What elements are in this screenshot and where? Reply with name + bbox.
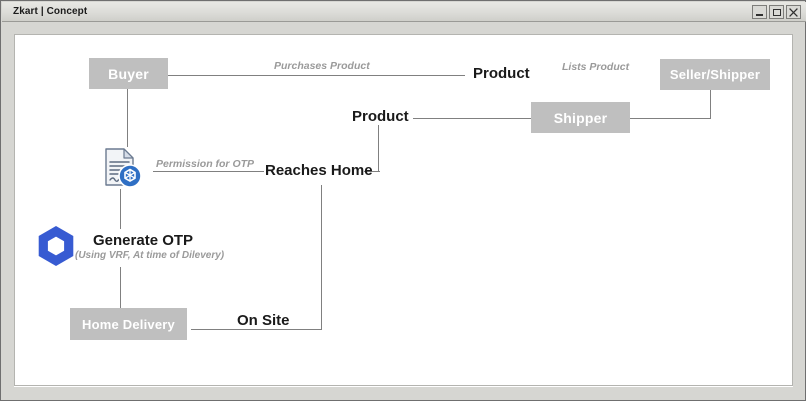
node-shipper[interactable]: Shipper	[531, 102, 630, 133]
connector-otp-homedelivery	[120, 267, 121, 308]
connector-product-down	[378, 125, 379, 172]
connector-onsite	[191, 329, 322, 330]
connector-product-shipper	[413, 118, 531, 119]
connector-reacheshome-down	[321, 185, 322, 329]
minimize-icon	[753, 6, 766, 18]
close-icon	[787, 6, 800, 18]
edge-label-purchases-product: Purchases Product	[274, 60, 370, 72]
node-seller-shipper-label: Seller/Shipper	[669, 67, 761, 82]
connector-buyer-product	[168, 75, 465, 76]
node-buyer[interactable]: Buyer	[89, 58, 168, 89]
label-on-site: On Site	[237, 312, 290, 329]
node-buyer-label: Buyer	[108, 65, 149, 82]
maximize-button[interactable]	[769, 5, 784, 19]
edge-label-permission-for-otp: Permission for OTP	[156, 158, 255, 170]
node-seller-shipper[interactable]: Seller/Shipper	[660, 59, 770, 90]
window-controls	[752, 5, 801, 19]
connector-reacheshome-right	[364, 171, 380, 172]
minimize-button[interactable]	[752, 5, 767, 19]
diagram-stage: Buyer Seller/Shipper Shipper Home Delive…	[15, 35, 792, 385]
window-title: Zkart | Concept	[13, 6, 88, 17]
maximize-icon	[770, 6, 783, 18]
connector-sellershipper-down	[710, 90, 711, 119]
node-home-delivery-label: Home Delivery	[82, 316, 175, 332]
label-otp-note: (Using VRF, At time of Dilevery)	[75, 250, 225, 261]
title-bar: Zkart | Concept	[2, 2, 806, 22]
node-home-delivery[interactable]: Home Delivery	[70, 308, 187, 340]
diagram-canvas: Buyer Seller/Shipper Shipper Home Delive…	[14, 34, 793, 386]
document-contract-icon[interactable]	[100, 147, 144, 194]
connector-sellershipper-shipper	[630, 118, 711, 119]
close-button[interactable]	[786, 5, 801, 19]
label-generate-otp: Generate OTP	[93, 232, 194, 249]
node-shipper-label: Shipper	[553, 109, 608, 126]
edge-label-lists-product: Lists Product	[562, 61, 630, 73]
connector-contract-otp	[120, 189, 121, 229]
label-product-mid: Product	[352, 108, 409, 125]
label-reaches-home: Reaches Home	[265, 162, 373, 179]
connector-contract-reacheshome	[153, 171, 264, 172]
connector-buyer-contract	[127, 89, 128, 147]
label-product-top: Product	[473, 65, 530, 82]
chainlink-hexagon-icon[interactable]	[33, 223, 79, 274]
